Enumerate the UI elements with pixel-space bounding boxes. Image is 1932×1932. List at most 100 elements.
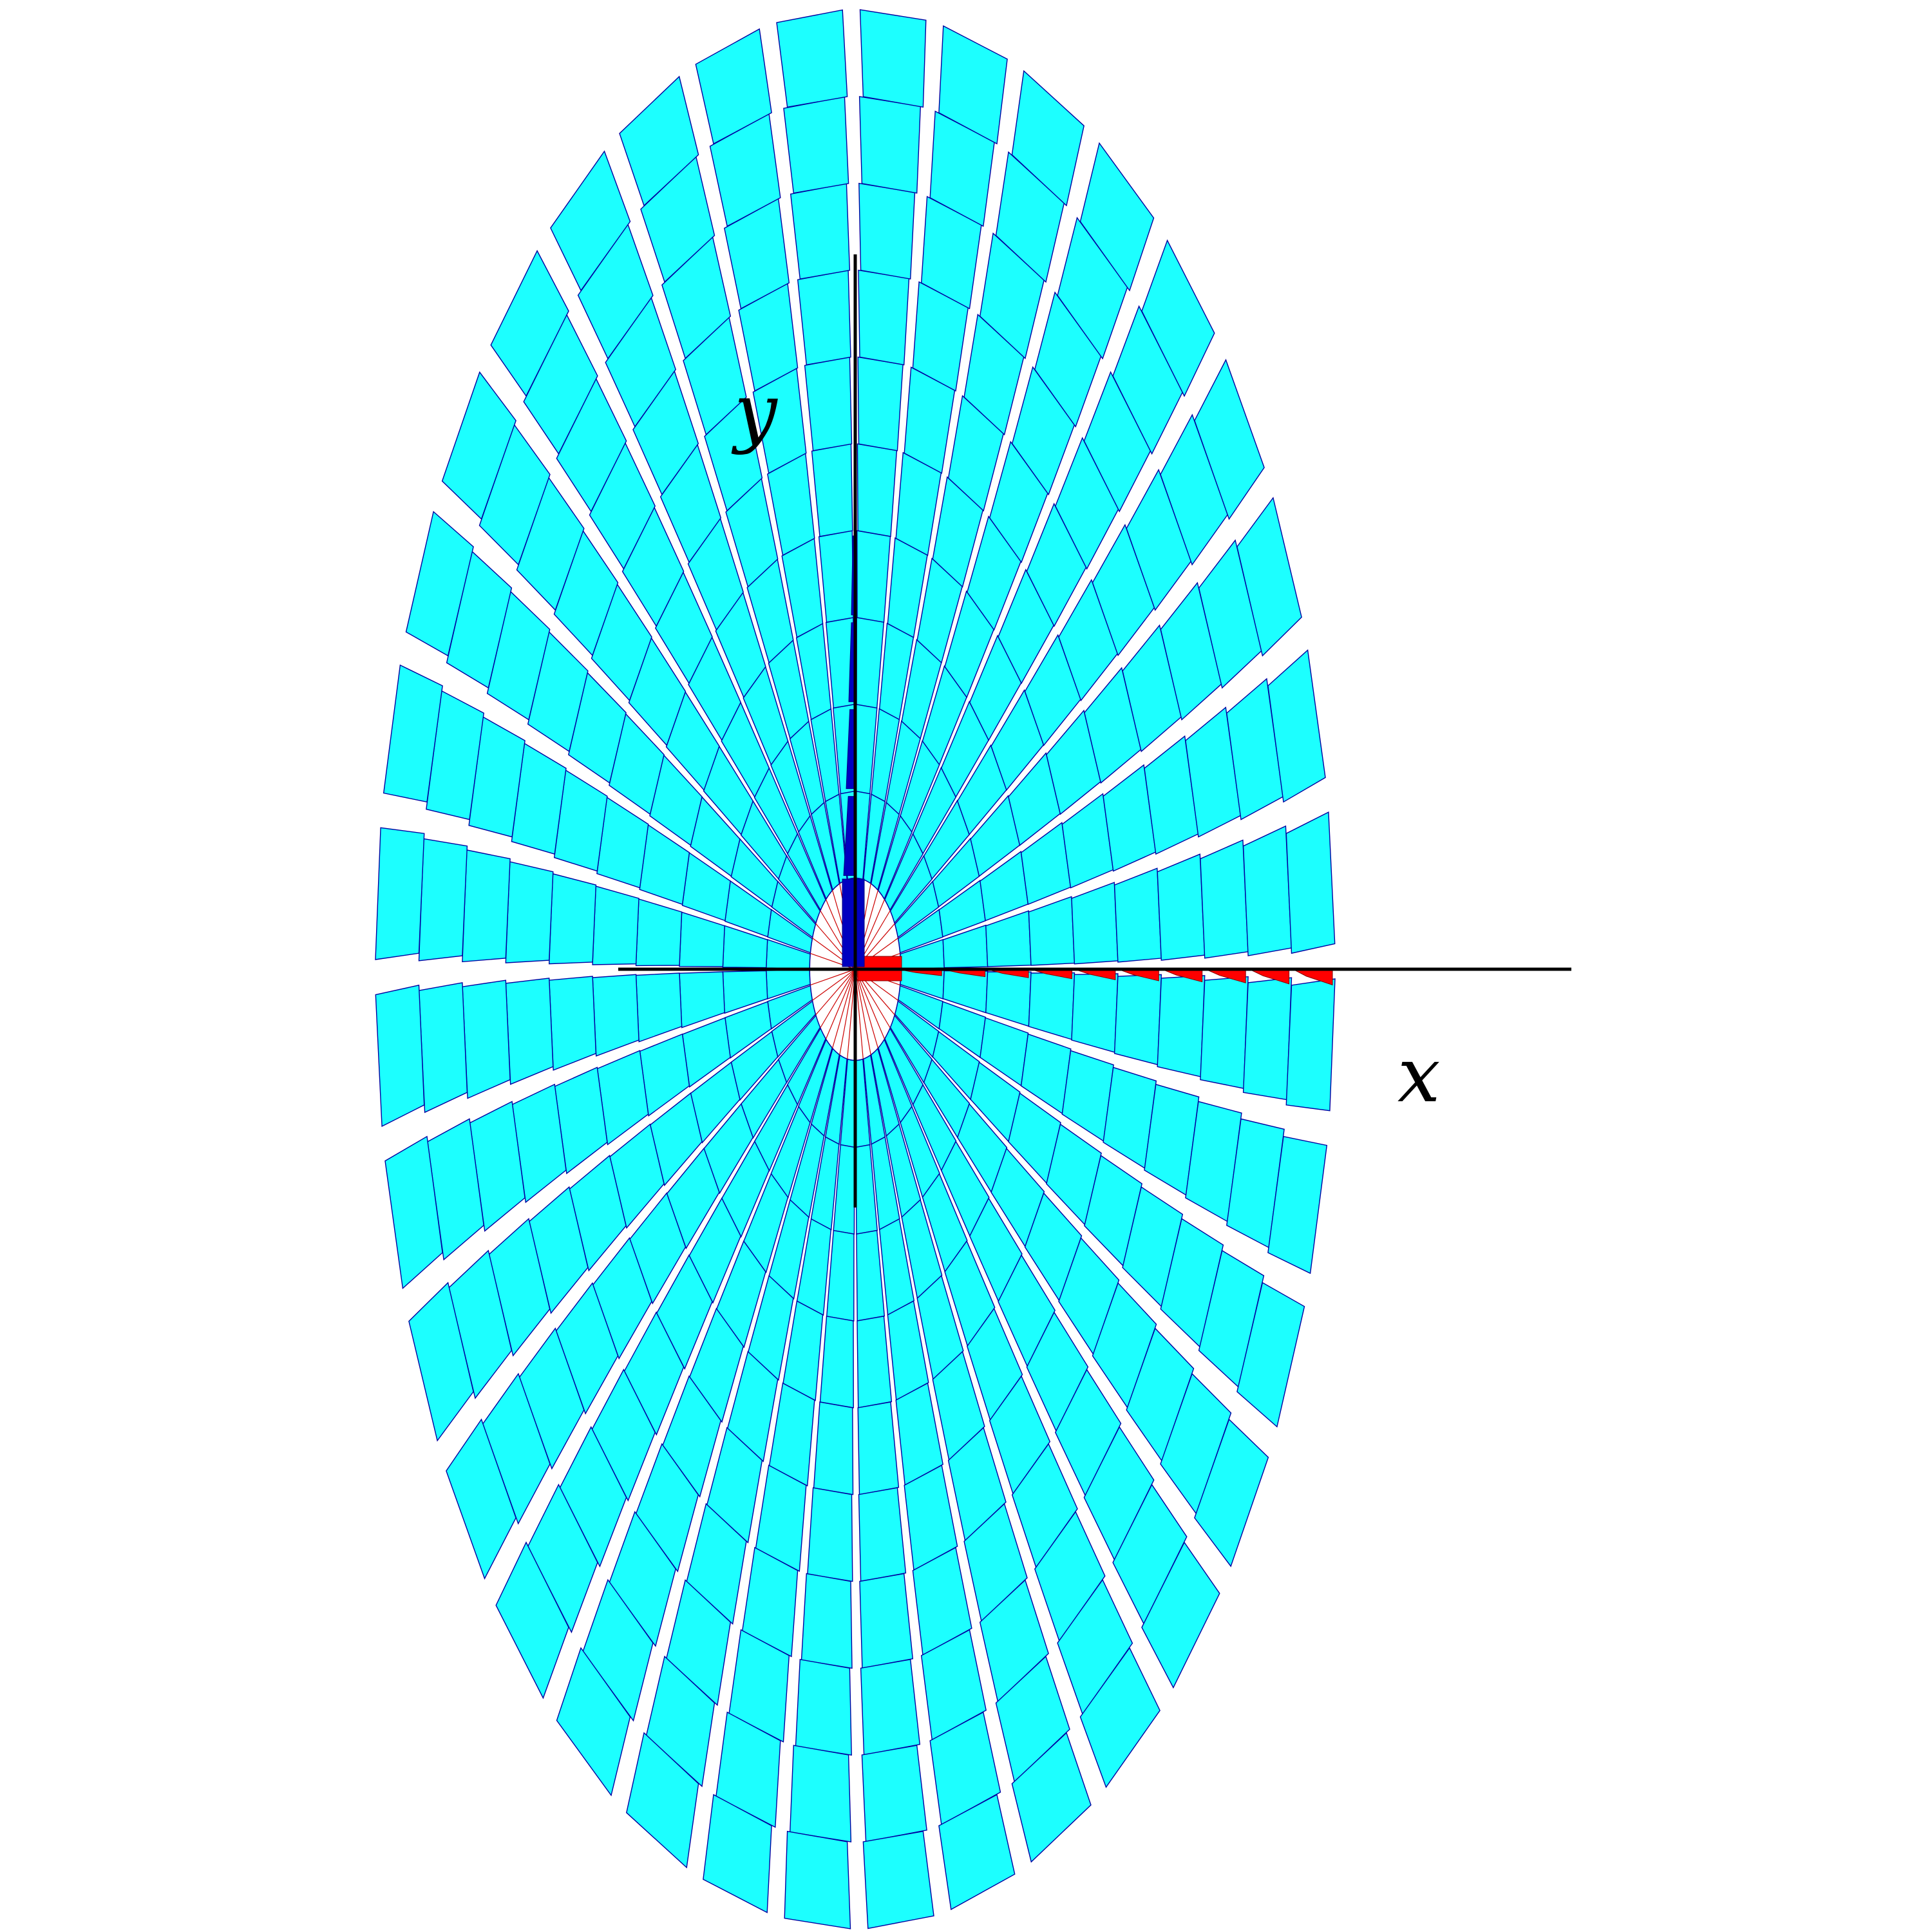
tile — [1057, 216, 1128, 360]
tile — [505, 861, 554, 963]
tile — [721, 701, 770, 799]
tile — [1160, 413, 1229, 566]
tile — [553, 529, 619, 657]
tile — [980, 851, 1029, 922]
tile — [666, 1147, 720, 1250]
tile — [1011, 366, 1075, 496]
tile — [932, 476, 984, 588]
tile — [1092, 524, 1155, 657]
tile — [1055, 437, 1119, 570]
tile — [559, 1426, 627, 1568]
center-radial-line — [855, 969, 878, 1048]
tile — [589, 442, 656, 570]
tile — [1200, 839, 1249, 959]
tile — [529, 1186, 589, 1314]
tile — [912, 281, 969, 392]
tile — [1122, 624, 1182, 753]
highlight-layer — [842, 448, 1333, 986]
tile — [940, 700, 989, 799]
tile — [619, 75, 699, 207]
tile — [1144, 1083, 1200, 1196]
tile — [1079, 1647, 1160, 1788]
tile — [901, 1198, 943, 1300]
tile — [932, 1030, 980, 1101]
tile — [800, 1573, 853, 1669]
tile — [980, 1017, 1029, 1087]
tile — [990, 1147, 1045, 1248]
tile — [878, 622, 914, 721]
tile — [746, 558, 794, 664]
tile — [767, 452, 815, 556]
tile — [807, 1487, 853, 1582]
tile — [609, 1123, 665, 1229]
tile — [568, 672, 627, 784]
tile — [1194, 1418, 1269, 1567]
tile — [688, 1197, 741, 1304]
tile — [776, 9, 848, 108]
tile — [1028, 896, 1075, 966]
tile — [755, 1464, 807, 1572]
tile — [1008, 752, 1061, 846]
tile — [887, 1300, 929, 1401]
tile — [482, 1372, 551, 1525]
tile — [495, 1541, 569, 1700]
tile — [1126, 468, 1192, 611]
tile — [690, 796, 741, 877]
tile — [523, 313, 598, 455]
tile — [725, 477, 779, 588]
tile — [1084, 1155, 1142, 1267]
tile — [969, 1197, 1023, 1303]
tile — [408, 1282, 474, 1442]
tile — [518, 1327, 585, 1470]
tile — [605, 296, 676, 428]
tile — [1122, 1186, 1184, 1308]
tile — [861, 1745, 927, 1842]
tile — [979, 232, 1045, 359]
tile — [469, 1101, 526, 1232]
tile — [1141, 1541, 1220, 1689]
tile — [724, 880, 772, 938]
tile — [527, 1483, 598, 1634]
tile — [704, 397, 763, 512]
tile — [441, 371, 516, 520]
tile — [666, 1579, 732, 1707]
tile — [856, 617, 885, 709]
tile — [1200, 976, 1249, 1089]
tile — [488, 1218, 551, 1357]
tile — [689, 1307, 744, 1423]
tile — [690, 1061, 741, 1144]
tile — [418, 982, 468, 1113]
center-radial-line — [825, 969, 856, 1039]
tile — [626, 1732, 699, 1869]
tile — [967, 515, 1021, 631]
tile — [1242, 977, 1293, 1101]
tile — [555, 1282, 619, 1415]
tile — [859, 1573, 914, 1669]
tile — [1034, 1511, 1106, 1642]
tile — [859, 9, 927, 108]
tile — [1157, 975, 1206, 1077]
tile — [944, 1240, 996, 1347]
tile — [511, 1083, 567, 1204]
tile — [862, 1830, 934, 1929]
tile — [592, 1236, 652, 1360]
tile — [681, 1017, 731, 1088]
tile — [716, 1240, 766, 1349]
tile — [813, 1401, 854, 1495]
tile — [1185, 706, 1242, 838]
tile — [632, 370, 699, 496]
tile — [826, 1229, 855, 1321]
tile — [592, 886, 639, 965]
tile — [922, 1173, 968, 1273]
tile — [726, 1350, 779, 1463]
tile — [446, 1418, 516, 1580]
tile — [920, 196, 982, 310]
tile — [505, 978, 554, 1085]
tile — [1285, 811, 1336, 954]
tile — [947, 1426, 1007, 1542]
tile — [468, 716, 526, 838]
tile — [768, 1198, 810, 1300]
tile — [1126, 1327, 1195, 1462]
tile — [938, 1794, 1016, 1911]
center-radial-line — [832, 969, 856, 1048]
